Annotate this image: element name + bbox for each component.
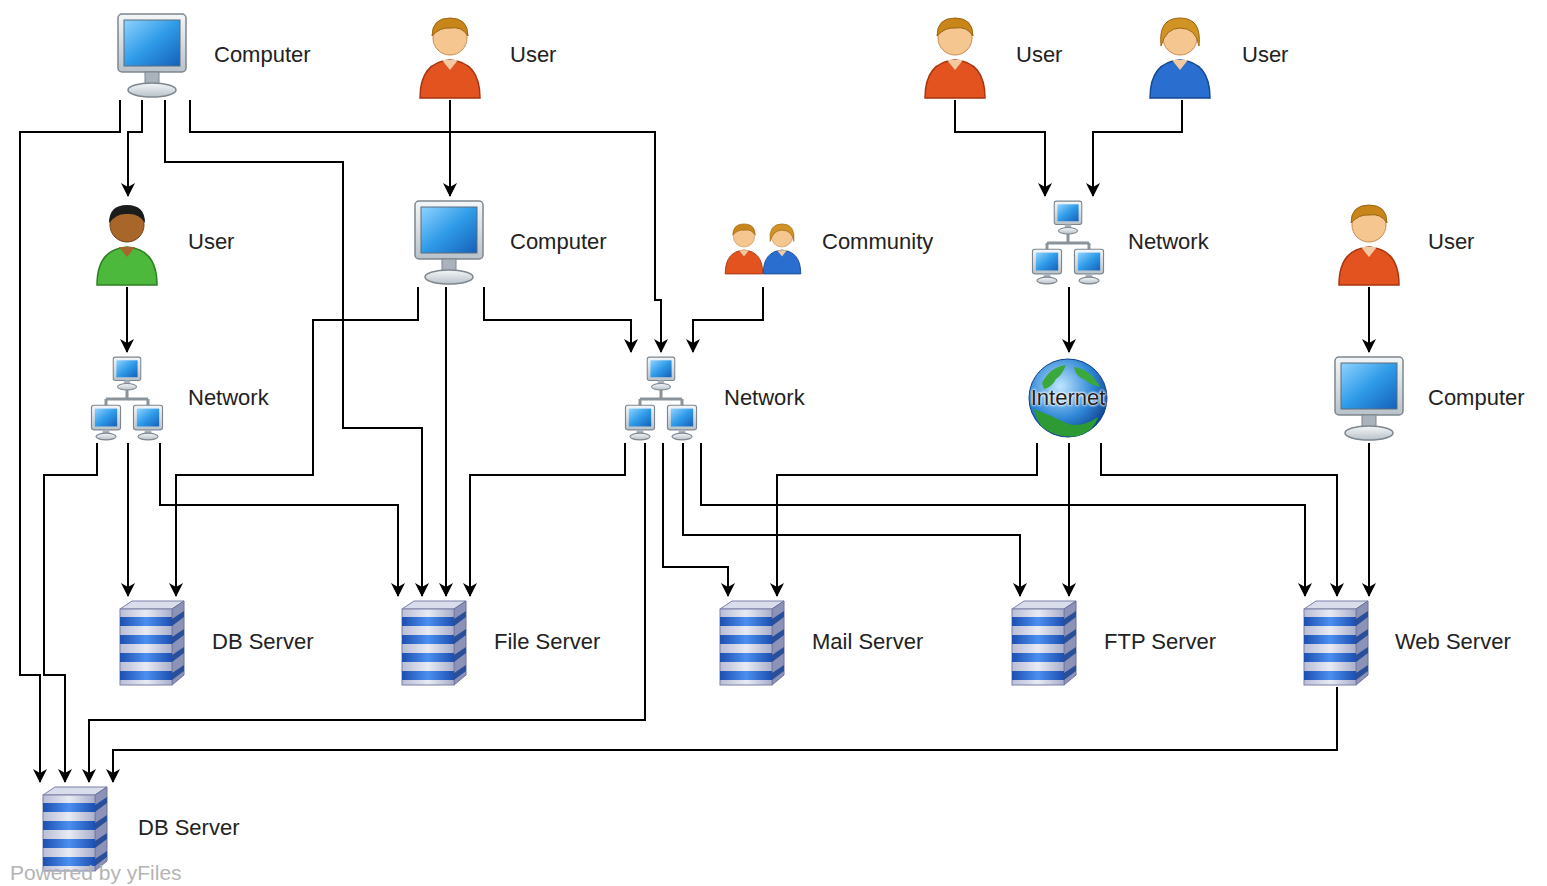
network-node: User	[410, 10, 562, 100]
connector-arrow	[1368, 287, 1370, 352]
network-node: File Server	[394, 597, 606, 687]
user-o-icon	[410, 10, 490, 100]
network-node: Computer	[409, 197, 613, 287]
node-label: User	[1016, 43, 1062, 67]
node-label: User	[1428, 230, 1474, 254]
node-label: Computer	[214, 43, 311, 67]
node-label: DB Server	[138, 816, 239, 840]
connector-arrow	[449, 100, 451, 196]
server-icon	[35, 783, 115, 873]
server-icon	[1004, 597, 1084, 687]
server-icon	[712, 597, 792, 687]
node-label: User	[1242, 43, 1288, 67]
network-node: Computer	[112, 10, 317, 100]
network-node: Network	[1028, 197, 1215, 287]
network-node: Web Server	[1296, 597, 1517, 687]
node-label: Network	[188, 386, 269, 410]
connector-arrow	[1093, 100, 1182, 196]
user-b-icon	[1140, 10, 1220, 100]
node-label: DB Server	[212, 630, 313, 654]
user-o-icon	[1329, 197, 1409, 287]
server-icon	[394, 597, 474, 687]
connector-arrow	[777, 443, 1037, 596]
node-label: Computer	[1428, 386, 1525, 410]
computer-icon	[409, 197, 489, 287]
network-icon	[87, 353, 167, 443]
node-label: File Server	[494, 630, 600, 654]
connector-arrow	[663, 443, 728, 596]
connector-arrow	[160, 443, 398, 596]
connector-arrow	[128, 100, 142, 196]
node-label: User	[510, 43, 556, 67]
network-node: Network	[87, 353, 275, 443]
connector-arrow	[1068, 443, 1070, 596]
connector-arrow	[701, 443, 1305, 596]
connector-arrow	[190, 100, 661, 352]
connector-arrow	[20, 100, 120, 782]
network-node: Computer	[1329, 353, 1531, 443]
network-node: DB Server	[112, 597, 319, 687]
connector-arrow	[1068, 287, 1070, 352]
network-node: User	[915, 10, 1068, 100]
connector-arrow	[176, 287, 418, 596]
connector-arrow	[1101, 443, 1337, 596]
network-node: User	[87, 197, 240, 287]
connector-arrow	[470, 443, 625, 596]
connector-arrow	[484, 287, 631, 352]
computer-icon	[112, 10, 192, 100]
connector-arrow	[127, 443, 129, 596]
connector-arrow	[113, 687, 1337, 782]
network-node: Internet	[1028, 353, 1111, 443]
connector-arrow	[1368, 443, 1370, 596]
connector-arrow	[955, 100, 1045, 196]
watermark: Powered by yFiles	[10, 861, 182, 885]
network-icon	[621, 353, 701, 443]
node-label: Network	[724, 386, 805, 410]
connector-arrow	[445, 287, 447, 596]
community-icon	[723, 197, 803, 287]
network-node: Network	[621, 353, 811, 443]
node-label: FTP Server	[1104, 630, 1216, 654]
connector-arrow	[89, 443, 645, 782]
network-icon	[1028, 197, 1108, 287]
user-g-icon	[87, 197, 167, 287]
computer-icon	[1329, 353, 1409, 443]
network-node: Community	[723, 197, 939, 287]
network-node: Mail Server	[712, 597, 929, 687]
node-label: Community	[822, 230, 933, 254]
connector-arrow	[126, 287, 128, 352]
network-node: FTP Server	[1004, 597, 1222, 687]
network-node: DB Server	[35, 783, 245, 873]
network-node: User	[1329, 197, 1480, 287]
node-label: Mail Server	[812, 630, 923, 654]
user-o-icon	[915, 10, 995, 100]
server-icon	[112, 597, 192, 687]
node-label: Internet	[1031, 386, 1106, 410]
connector-arrow	[683, 443, 1020, 596]
server-icon	[1296, 597, 1376, 687]
network-node: User	[1140, 10, 1294, 100]
node-label: Web Server	[1395, 630, 1511, 654]
node-label: User	[188, 230, 234, 254]
node-label: Computer	[510, 230, 607, 254]
node-label: Network	[1128, 230, 1209, 254]
connector-arrow	[693, 287, 763, 352]
connector-arrow	[165, 100, 422, 596]
